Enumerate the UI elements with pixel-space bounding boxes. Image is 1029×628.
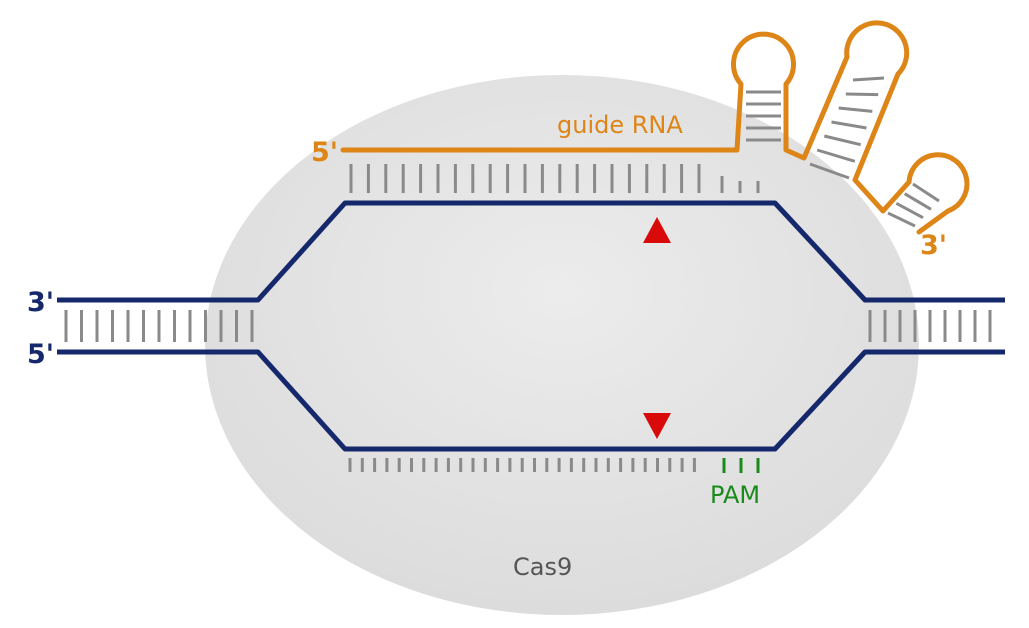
guide-rna-label: guide RNA (557, 111, 683, 139)
cut-site-top-icon (643, 217, 671, 243)
hairpin-base-pairs (746, 76, 940, 228)
hairpin-pair-tick (903, 192, 932, 211)
hairpin-pair-tick (823, 134, 862, 147)
base-pairs-guide-rna-target (349, 164, 760, 193)
hairpin-pair-tick (895, 202, 924, 219)
dna-target-strand (57, 200, 1005, 303)
guide-rna-three-prime-label: 3' (920, 230, 947, 261)
dna-top-end-label: 3' (27, 287, 54, 318)
cas9-protein (205, 75, 919, 615)
guide-rna-strand (340, 20, 970, 235)
cas9-label: Cas9 (513, 553, 572, 581)
hairpin-pair-tick (852, 76, 885, 82)
pam-label: PAM (710, 481, 760, 509)
base-pairs-non-target-strand (348, 458, 696, 472)
guide-rna-five-prime-label: 5' (311, 137, 338, 168)
hairpin-pair-tick (831, 120, 867, 130)
pam-base-pairs (722, 458, 760, 473)
hairpin-pair-tick (816, 148, 856, 163)
hairpin-pair-tick (838, 106, 873, 113)
base-pairs-right-duplex (868, 310, 992, 342)
cut-site-bottom-icon (643, 413, 671, 439)
dna-non-target-strand (57, 349, 1005, 452)
dna-bottom-end-label: 5' (27, 339, 54, 370)
base-pairs-left-duplex (64, 310, 254, 342)
hairpin-pair-tick (912, 182, 940, 203)
hairpin-pair-tick (887, 211, 916, 228)
hairpin-pair-tick (845, 92, 879, 97)
hairpin-pair-tick (809, 162, 850, 180)
